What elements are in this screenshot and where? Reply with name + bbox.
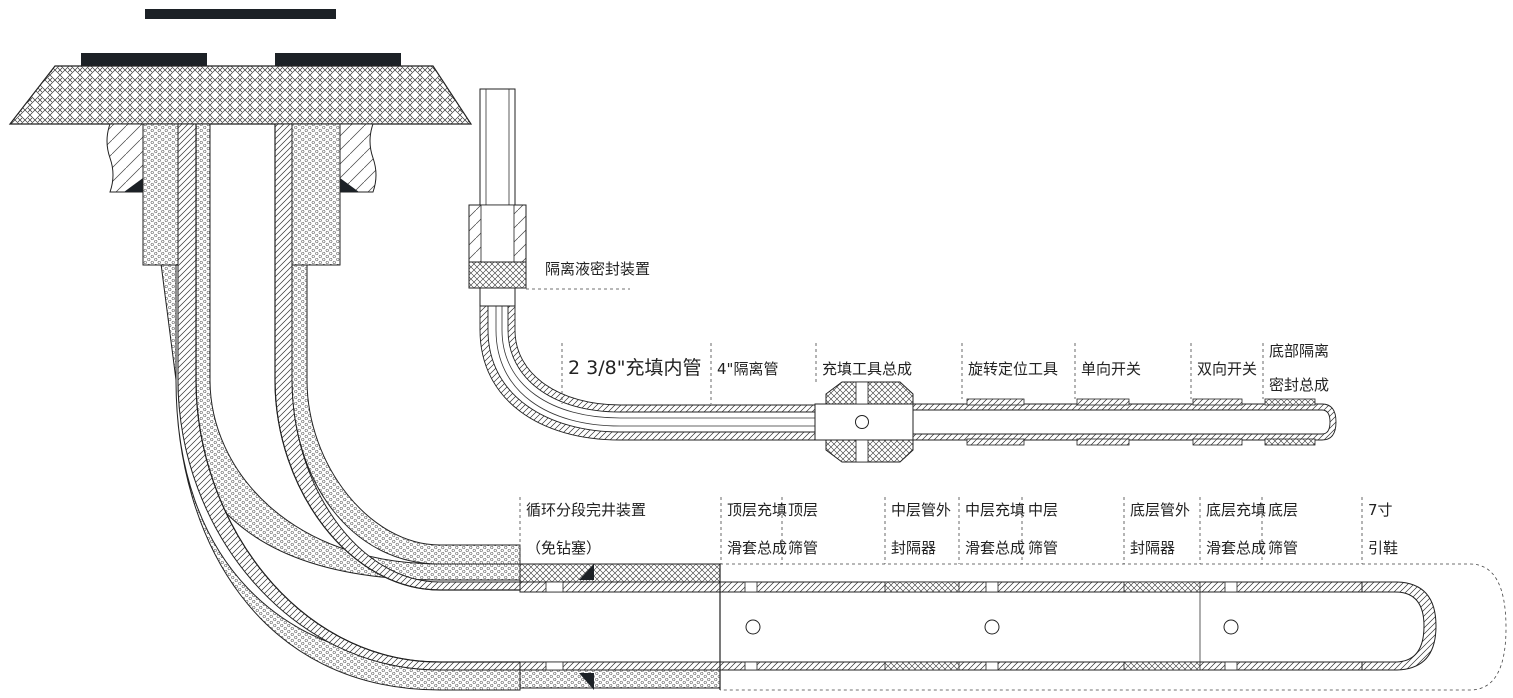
wellhead-base <box>8 65 473 125</box>
lower-label-line1: 顶层 <box>788 501 818 519</box>
circulation-port-top <box>545 581 564 593</box>
filling-tool-port-top <box>855 381 869 405</box>
upper-pipe-body <box>479 88 516 206</box>
casing-string <box>142 123 521 691</box>
lower-label-line1: 中层充填 <box>965 501 1025 519</box>
upper-label-line1: 底部隔离 <box>1269 342 1329 360</box>
isolation-pipe-tail <box>912 403 1337 441</box>
wedge-right <box>340 178 359 192</box>
bottom-sleeve-port-circle <box>1223 619 1239 635</box>
circulation-wedge-bottom <box>579 673 594 690</box>
lower-label-line2: 滑套总成 <box>965 539 1025 557</box>
wellhead-collar-right <box>339 123 377 193</box>
upper-completion-string <box>468 88 1337 463</box>
lower-label-line1: 底层充填 <box>1206 501 1266 519</box>
casing-bore-line-outer <box>195 124 520 663</box>
middle-slide-port-a <box>985 581 999 593</box>
bottom-seal-top <box>1264 398 1316 406</box>
bottom-slide-port-a <box>1224 581 1238 593</box>
guide-shoe <box>1361 581 1437 671</box>
lower-label-line1: 循环分段完井装置 <box>526 501 646 519</box>
middle-slide-port-b <box>985 661 999 671</box>
circulation-port-bottom <box>545 661 564 671</box>
positioning-tool-top <box>966 398 1025 406</box>
seal-device-label: 隔离液密封装置 <box>545 260 650 278</box>
lower-label-line2: 筛管 <box>788 539 818 557</box>
two-way-switch-top <box>1192 398 1243 406</box>
cement-top-left <box>142 123 179 266</box>
one-way-switch-bottom <box>1076 438 1130 446</box>
middle-packer-top <box>884 581 960 593</box>
positioning-tool-bottom <box>966 438 1025 446</box>
bottom-slide-port-b <box>1224 661 1238 671</box>
one-way-switch-top <box>1076 398 1130 406</box>
lower-label-line1: 中层管外 <box>891 501 951 519</box>
wellhead-collar-left <box>106 123 144 193</box>
lower-label-line1: 底层 <box>1268 501 1298 519</box>
lower-label-line1: 中层 <box>1028 501 1058 519</box>
seal-device-bore <box>480 204 515 263</box>
isolation-pipe-inner-wall <box>507 305 816 413</box>
upper-label-line1: 4"隔离管 <box>717 360 778 378</box>
upper-label-line1: 旋转定位工具 <box>968 360 1058 378</box>
lower-label-line2: （免钻塞） <box>526 539 601 557</box>
upper-assembly-labels: 2 3/8"充填内管 4"隔离管 充填工具总成 旋转定位工具 单向开关 双向开关底部隔离密… <box>568 342 1329 394</box>
lower-label-line2: 滑套总成 <box>1206 539 1266 557</box>
seal-element <box>468 261 527 289</box>
cement-top-right <box>291 123 341 266</box>
middle-packer-bottom <box>884 661 960 671</box>
lower-label-line2: 筛管 <box>1028 539 1058 557</box>
upper-label-line1: 2 3/8"充填内管 <box>568 357 701 379</box>
lower-label-line2: 滑套总成 <box>727 539 787 557</box>
top-slide-port-a <box>744 581 758 593</box>
wellhead-flange-right <box>275 53 401 66</box>
circulation-wedge-top <box>579 564 594 580</box>
lower-label-line1: 7寸 <box>1368 501 1393 519</box>
upper-label-line1: 单向开关 <box>1081 360 1141 378</box>
bottom-seal-bottom <box>1264 438 1316 446</box>
lower-label-line2: 引鞋 <box>1368 539 1398 557</box>
wellhead <box>8 9 473 193</box>
lower-label-line2: 封隔器 <box>1130 539 1175 557</box>
top-slide-port-b <box>744 661 758 671</box>
label-leaders <box>519 288 1363 564</box>
lower-label-line1: 顶层充填 <box>727 501 787 519</box>
filling-tool-port-bottom <box>855 439 869 463</box>
top-sleeve-port-circle <box>745 619 761 635</box>
lower-label-line2: 封隔器 <box>891 539 936 557</box>
wellhead-top-plate <box>145 9 336 19</box>
lower-label-line1: 底层管外 <box>1130 501 1190 519</box>
bottom-packer-bottom <box>1123 661 1201 671</box>
upper-label-line1: 充填工具总成 <box>822 360 912 378</box>
seal-sub <box>479 287 516 307</box>
casing-bore-line-inner <box>274 124 520 591</box>
two-way-switch-bottom <box>1192 438 1243 446</box>
middle-sleeve-port-circle <box>984 619 1000 635</box>
bottom-packer-top <box>1123 581 1201 593</box>
upper-label-line1: 双向开关 <box>1197 360 1257 378</box>
filling-tool-port-circle <box>855 415 869 429</box>
wellhead-flange-left <box>81 53 207 66</box>
upper-label-line2: 密封总成 <box>1269 376 1329 394</box>
lower-label-line2: 筛管 <box>1268 539 1298 557</box>
cement-top-band <box>519 563 721 583</box>
fill-pipe-line-b <box>501 306 815 419</box>
lower-completion-string <box>519 563 1507 691</box>
cement-sheath-outer <box>142 123 521 691</box>
wedge-left <box>124 178 143 192</box>
fill-pipe-line-a <box>495 306 815 427</box>
